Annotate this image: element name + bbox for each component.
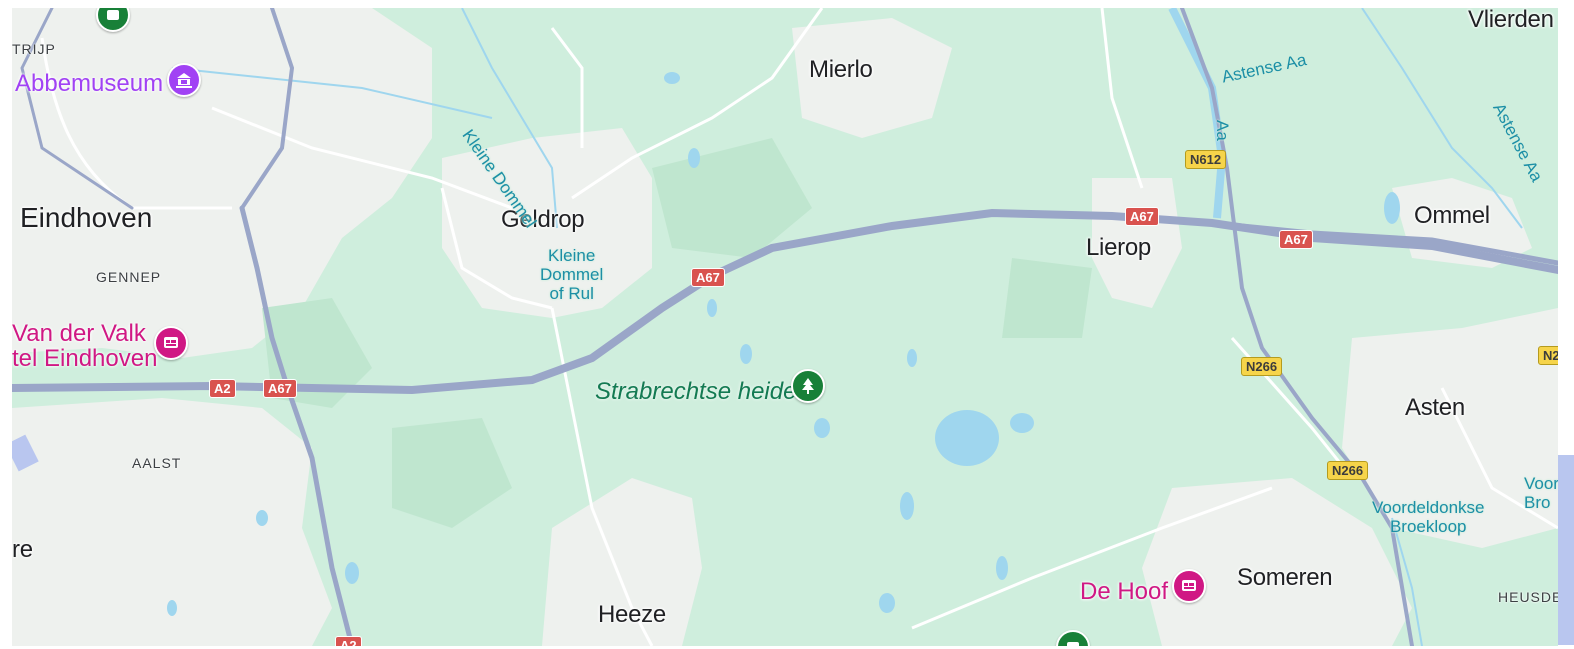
- water-kleine-dommel-of-rul: Kleine Dommel of Rul: [540, 246, 604, 304]
- map-canvas[interactable]: TRIJP Eindhoven GENNEP AALST re Geldrop …: [12, 8, 1558, 646]
- tree-glyph: [802, 378, 814, 394]
- place-eindhoven[interactable]: Eindhoven: [20, 202, 153, 233]
- road-shield-n266-north: N266: [1241, 357, 1283, 376]
- aalst-urban: [12, 398, 332, 646]
- place-re: re: [12, 536, 33, 563]
- motorways: [12, 8, 1558, 646]
- eindhoven-urban: [12, 8, 432, 358]
- lierop-urban: [1092, 178, 1182, 308]
- geldrop-urban: [442, 128, 652, 318]
- place-asten[interactable]: Asten: [1405, 394, 1465, 421]
- hotel-icon[interactable]: [154, 326, 188, 360]
- road-shield-n612: N612: [1185, 150, 1227, 169]
- place-heeze[interactable]: Heeze: [598, 601, 666, 628]
- poi-abbemuseum-label[interactable]: Abbemuseum: [15, 70, 164, 97]
- road-shield-a2-west: A2: [209, 379, 236, 398]
- ticket-glyph: [1067, 642, 1079, 646]
- side-panel-edge[interactable]: [1558, 455, 1574, 645]
- road-shield-a2-south: A2: [335, 636, 362, 646]
- place-heusden: HEUSDE: [1498, 589, 1558, 605]
- road-shield-n-edge: N2: [1538, 346, 1558, 365]
- someren-urban: [1142, 478, 1412, 646]
- museum-glyph: [176, 73, 192, 88]
- road-shield-a67-east: A67: [1279, 230, 1313, 249]
- place-lierop[interactable]: Lierop: [1086, 234, 1151, 261]
- water-bodies: [167, 72, 1400, 616]
- place-vlierden[interactable]: Vlierden: [1468, 8, 1554, 33]
- road-shield-a67-west: A67: [263, 379, 297, 398]
- water-voordeldonkse-broekloop: Voordeldonkse Broekloop: [1372, 498, 1485, 537]
- road-shield-n266-south: N266: [1327, 461, 1369, 480]
- place-mierlo[interactable]: Mierlo: [809, 56, 873, 83]
- poi-van-der-valk-label[interactable]: Van der Valk tel Eindhoven: [12, 320, 158, 373]
- mierlo-urban: [792, 18, 952, 138]
- bed-glyph: [1182, 580, 1196, 591]
- place-trijp: TRIJP: [12, 41, 56, 57]
- water-voorde-edge: Voorde Bro: [1524, 474, 1558, 513]
- poi-strabrechtse-heide-label[interactable]: Strabrechtse heide: [595, 378, 797, 405]
- ticket-glyph: [107, 10, 119, 20]
- museum-icon[interactable]: [167, 63, 201, 97]
- urban-areas: [12, 8, 1558, 646]
- place-geldrop[interactable]: Geldrop: [501, 206, 585, 233]
- asten-urban: [1342, 308, 1558, 548]
- place-someren[interactable]: Someren: [1237, 564, 1333, 591]
- hotel-icon[interactable]: [1172, 569, 1206, 603]
- road-shield-a67-lierop: A67: [1125, 207, 1159, 226]
- place-aalst: AALST: [132, 455, 182, 471]
- poi-de-hoof-label[interactable]: De Hoof: [1080, 578, 1169, 605]
- heeze-urban: [542, 478, 702, 646]
- place-ommel[interactable]: Ommel: [1414, 202, 1490, 229]
- bed-glyph: [164, 337, 178, 348]
- road-shield-a67-mid: A67: [691, 268, 725, 287]
- map-base-layer: [12, 8, 1558, 646]
- place-gennep: GENNEP: [96, 269, 162, 285]
- water-aa: Aa: [1213, 120, 1232, 141]
- tree-icon[interactable]: [791, 369, 825, 403]
